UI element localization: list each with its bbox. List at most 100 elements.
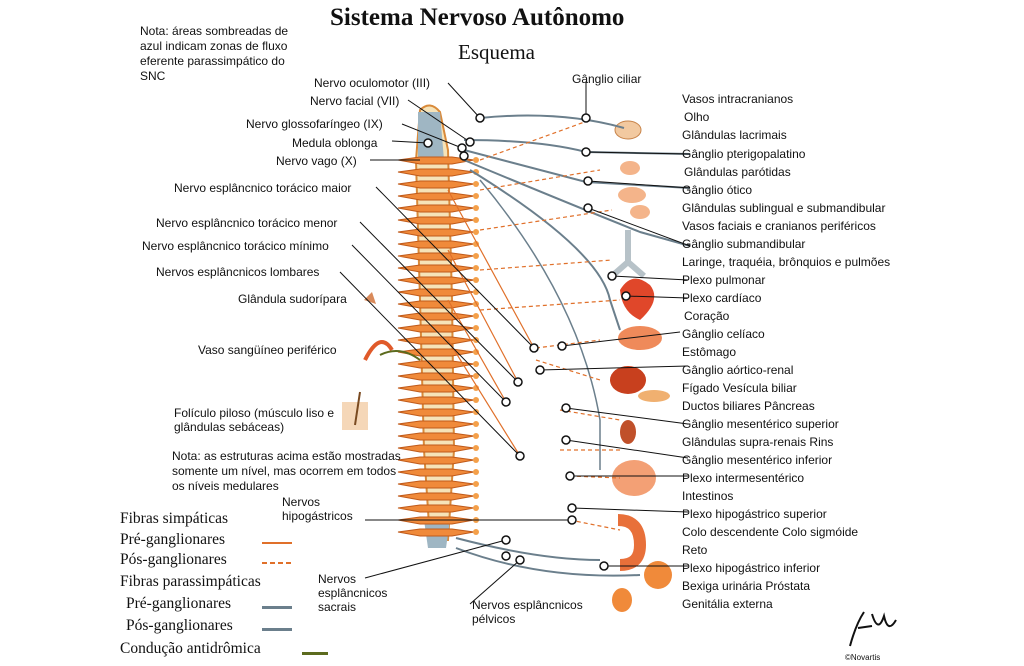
vertebra xyxy=(397,288,475,297)
ganglion-marker xyxy=(457,143,467,153)
ganglion-markers xyxy=(423,113,631,571)
heart-icon xyxy=(620,278,655,320)
chain-ganglion xyxy=(473,265,479,271)
right-label: Estômago xyxy=(682,345,737,359)
spinal-cord xyxy=(414,104,456,541)
right-label: Gânglio mesentérico superior xyxy=(682,417,839,431)
right-label: Glândulas sublingual e submandibular xyxy=(682,201,886,215)
label-sweat-gland: Glândula sudorípara xyxy=(238,292,347,306)
note-top: Nota: áreas sombreadas de azul indicam z… xyxy=(140,24,289,83)
label-ciliary-ganglion: Gânglio ciliar xyxy=(572,72,642,86)
ganglion-marker xyxy=(561,435,571,445)
genitalia-icon xyxy=(612,588,632,612)
legend-para-post-swatch xyxy=(262,628,292,631)
right-label: Glândulas parótidas xyxy=(684,165,791,179)
ganglion-marker xyxy=(583,203,593,213)
ganglion-marker xyxy=(621,291,631,301)
ganglion-marker xyxy=(529,343,539,353)
chain-ganglion xyxy=(473,241,479,247)
label-pelvic-splanchnic: Nervos esplâncnicos pélvicos xyxy=(472,598,583,626)
right-label: Intestinos xyxy=(682,489,734,503)
trachea-icon xyxy=(610,230,646,279)
chain-ganglion xyxy=(473,481,479,487)
right-label: Plexo hipogástrico superior xyxy=(682,507,827,521)
ganglion-marker xyxy=(581,147,591,157)
chain-ganglion xyxy=(473,397,479,403)
vertebra xyxy=(397,384,475,393)
right-label: Bexiga urinária Próstata xyxy=(682,579,811,593)
vertebra xyxy=(397,492,475,501)
sympathetic-chain xyxy=(473,157,479,535)
vertebra xyxy=(397,264,475,273)
vertebra xyxy=(397,420,475,429)
ganglion-marker xyxy=(557,341,567,351)
legend-antidromic-swatch xyxy=(302,652,328,655)
right-label: Vasos faciais e cranianos periféricos xyxy=(682,219,876,233)
page-subtitle: Esquema xyxy=(458,40,535,64)
intestine-icon xyxy=(612,460,656,496)
chain-ganglion xyxy=(473,421,479,427)
chain-ganglion xyxy=(473,157,479,163)
right-label: Gânglio aórtico-renal xyxy=(682,363,794,377)
chain-ganglion xyxy=(473,529,479,535)
vertebra xyxy=(397,300,475,309)
salivary-gland-icon xyxy=(630,205,650,219)
legend-sym-pre: Pré-ganglionares xyxy=(120,531,226,548)
hair-icon xyxy=(354,391,361,426)
chain-ganglion xyxy=(473,433,479,439)
right-label: Colo descendente Colo sigmóide xyxy=(682,525,859,539)
ganglion-marker xyxy=(567,503,577,513)
label-oculomotor: Nervo oculomotor (III) xyxy=(314,76,431,90)
chain-ganglion xyxy=(473,313,479,319)
ganglion-marker xyxy=(475,113,485,123)
colon-icon xyxy=(617,514,647,571)
ganglion-marker xyxy=(501,535,511,545)
legend-sym-post-swatch xyxy=(262,562,292,564)
blood-vessel-icon xyxy=(363,340,394,361)
chain-ganglion xyxy=(473,505,479,511)
kidney-icon xyxy=(620,420,636,444)
stomach-icon xyxy=(618,326,662,350)
chain-ganglion xyxy=(473,289,479,295)
chain-ganglion xyxy=(473,469,479,475)
right-label: Laringe, traquéia, brônquios e pulmões xyxy=(682,255,891,269)
legend-parasympathetic: Fibras parassimpáticas xyxy=(120,573,261,590)
ganglion-marker xyxy=(583,176,593,186)
ganglion-marker xyxy=(513,377,523,387)
chain-ganglion xyxy=(473,277,479,283)
label-peripheral-vessel: Vaso sangüíneo periférico xyxy=(198,343,337,357)
chain-ganglion xyxy=(473,325,479,331)
leader-lines xyxy=(339,82,691,605)
vertebra xyxy=(397,252,475,261)
right-label: Ductos biliares Pâncreas xyxy=(682,399,815,413)
right-label: Plexo hipogástrico inferior xyxy=(682,561,821,575)
ganglion-marker xyxy=(561,403,571,413)
vertebra xyxy=(397,240,475,249)
liver-icon xyxy=(610,366,646,394)
ganglion-marker xyxy=(599,561,609,571)
ganglion-marker xyxy=(459,151,469,161)
chain-ganglion xyxy=(473,361,479,367)
label-hypogastric-nerves: Nervos hipogástricos xyxy=(282,495,353,523)
ganglion-marker xyxy=(535,365,545,375)
eye-icon xyxy=(614,120,642,140)
label-medulla: Medula oblonga xyxy=(292,136,378,150)
chain-ganglion xyxy=(473,181,479,187)
bladder-icon xyxy=(644,561,672,589)
ganglion-marker xyxy=(515,451,525,461)
ganglion-marker xyxy=(515,555,525,565)
right-label: Gânglio mesentérico inferior xyxy=(682,453,833,467)
right-label: Genitália externa xyxy=(682,597,773,611)
vertebra xyxy=(397,228,475,237)
ganglion-marker xyxy=(501,397,511,407)
chain-ganglion xyxy=(473,409,479,415)
vertebra xyxy=(397,504,475,513)
label-vagus: Nervo vago (X) xyxy=(276,154,357,168)
right-label: Plexo pulmonar xyxy=(682,273,766,287)
sweat-gland-icon xyxy=(364,292,376,304)
legend-para-pre: Pré-ganglionares xyxy=(126,595,232,612)
pancreas-icon xyxy=(638,390,670,402)
page-title: Sistema Nervoso Autônomo xyxy=(330,4,625,31)
right-label: Plexo cardíaco xyxy=(682,291,762,305)
right-label: Gânglio celíaco xyxy=(682,327,765,341)
